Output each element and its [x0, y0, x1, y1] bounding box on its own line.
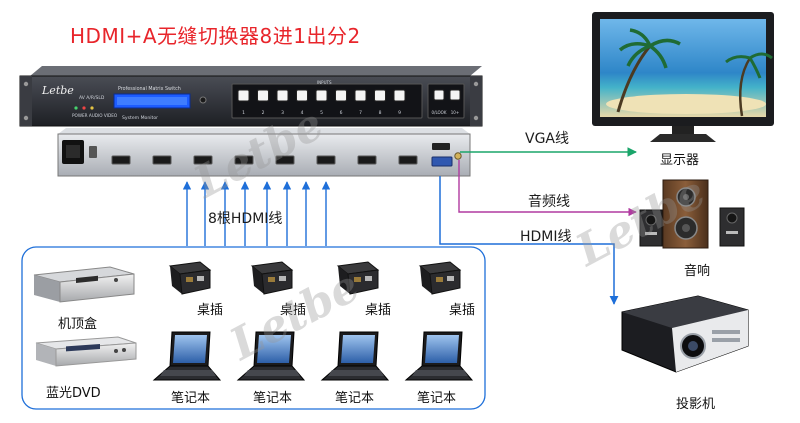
vga-cable-label: VGA线	[525, 131, 570, 147]
hdmi-input-port	[152, 155, 172, 165]
hdmi-input-port	[357, 155, 377, 165]
side-button-number: 0/LOOK	[432, 110, 447, 115]
input-button[interactable]	[276, 89, 289, 102]
desk-socket-label: 桌插	[365, 303, 392, 318]
diagram-title: HDMI+A无缝切换器8进1出分2	[70, 24, 361, 48]
side-button-number: 10+	[451, 110, 459, 115]
input-button-number: 4	[301, 110, 304, 116]
hdmi-input-port	[316, 155, 336, 165]
audio-cable	[458, 160, 637, 217]
projector-label: 投影机	[676, 397, 716, 412]
projector-image	[621, 295, 749, 373]
svg-text:System Monitor: System Monitor	[122, 115, 158, 121]
hdmi-input-port	[275, 155, 295, 165]
audio-cable-label: 音频线	[528, 194, 570, 210]
desk-socket-label: 桌插	[449, 303, 476, 318]
laptop-label: 笔记本	[253, 391, 293, 406]
laptop-label: 笔记本	[171, 391, 211, 406]
input-button-number: 8	[379, 110, 382, 116]
input-button-number: 5	[320, 110, 323, 116]
speaker-label: 音响	[684, 264, 711, 279]
input-button[interactable]	[296, 89, 308, 102]
desk-socket-image	[168, 261, 212, 295]
bluray-dvd-image	[35, 336, 137, 367]
hdmi-input-port	[193, 155, 213, 165]
desk-socket-image	[250, 261, 294, 295]
speaker-image	[639, 179, 745, 249]
input-button-number: 6	[340, 110, 343, 116]
input-button-number: 9	[398, 110, 401, 116]
svg-text:AV A/R/SLD: AV A/R/SLD	[79, 95, 105, 101]
laptop-image	[236, 331, 306, 381]
hdmi-input-cables	[182, 181, 331, 246]
source-devices-frame	[21, 246, 486, 410]
svg-text:POWER AUDIO VIDEO: POWER AUDIO VIDEO	[72, 113, 118, 118]
hdmi-output-label: HDMI线	[520, 229, 572, 245]
hdmi-input-port	[234, 155, 254, 165]
laptop-image	[152, 331, 222, 381]
input-button[interactable]	[335, 89, 347, 102]
brand-logo: Letbe	[41, 84, 74, 97]
laptop-image	[404, 331, 474, 381]
svg-text:INPUTS: INPUTS	[317, 80, 332, 85]
side-button[interactable]	[449, 89, 461, 101]
audio-port	[454, 152, 462, 160]
input-button[interactable]	[237, 89, 250, 102]
switcher-front-panel: Letbe AV A/R/SLD POWER AUDIO VIDEO Profe…	[19, 66, 483, 127]
desk-socket-image	[418, 261, 462, 295]
laptop-image	[320, 331, 390, 381]
input-buttons: 1 2 3 4 5 6 7 8 9	[237, 89, 406, 116]
hdmi-input-label: 8根HDMI线	[208, 211, 283, 227]
input-button[interactable]	[257, 89, 269, 102]
set-top-box-image	[33, 266, 135, 303]
dvd-label: 蓝光DVD	[46, 386, 101, 401]
hdmi-input-port	[111, 155, 131, 165]
monitor-image	[592, 12, 774, 142]
svg-text:Professional Matrix Switch: Professional Matrix Switch	[118, 86, 181, 92]
input-button[interactable]	[315, 89, 328, 102]
laptop-label: 笔记本	[417, 391, 457, 406]
hdmi-input-port	[398, 155, 418, 165]
input-button[interactable]	[374, 89, 386, 102]
vga-port	[431, 156, 453, 167]
hdmi-output-cable	[439, 176, 619, 305]
monitor-label: 显示器	[660, 153, 700, 168]
laptop-label: 笔记本	[335, 391, 375, 406]
side-button[interactable]	[433, 89, 445, 101]
input-button-number: 7	[359, 110, 362, 116]
input-button-number: 3	[281, 110, 284, 116]
input-button[interactable]	[393, 89, 406, 102]
set-top-box-label: 机顶盒	[58, 317, 98, 332]
input-button[interactable]	[354, 89, 367, 102]
desk-socket-label: 桌插	[280, 303, 307, 318]
desk-socket-label: 桌插	[197, 303, 224, 318]
desk-socket-image	[336, 261, 380, 295]
input-button-number: 1	[242, 110, 245, 116]
input-button-number: 2	[262, 110, 265, 116]
switcher-back-panel	[57, 128, 471, 177]
